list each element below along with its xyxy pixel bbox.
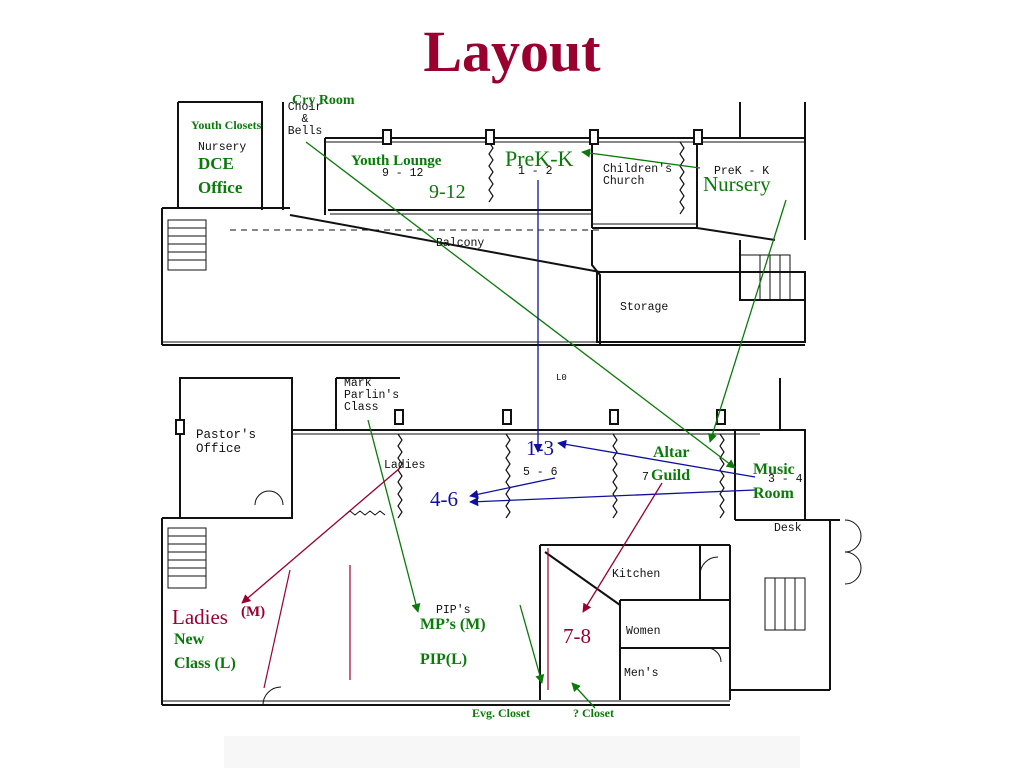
seven-eight-label: 7-8 (563, 624, 591, 648)
cry-room-label: Cry Room (292, 93, 355, 108)
room-label: Room (753, 485, 794, 502)
choir-bells-label: Choir & Bells (287, 101, 323, 138)
room-34-label: 3 - 4 (768, 473, 803, 486)
altar-label: Altar (653, 444, 690, 461)
page-title: Layout (423, 19, 601, 84)
prek-k-label: PreK-K (505, 146, 574, 171)
upper-floor (161, 101, 806, 346)
pip-label: PIP(L) (420, 651, 468, 668)
new-label: New (174, 631, 205, 648)
nine-twelve-label: 9-12 (429, 181, 466, 203)
class-l-label: Class (L) (174, 655, 236, 672)
evg-closet-label: Evg. Closet (472, 706, 530, 720)
room-56-label: 5 - 6 (523, 466, 558, 479)
stair-upper-left (167, 219, 207, 271)
annotation-arrows (241, 141, 787, 709)
balcony-label: Balcony (436, 237, 485, 250)
pastors-office-label: Pastor's Office (196, 428, 257, 456)
storage-label: Storage (620, 301, 669, 314)
four-six-label: 4-6 (430, 487, 458, 511)
mens-label: Men's (624, 667, 659, 680)
youth-lounge-nums-label: 9 - 12 (382, 167, 424, 180)
stair-lower-left (167, 527, 207, 589)
red-divider-line (263, 569, 291, 689)
mps-label: MP’s (M) (420, 616, 486, 633)
ladies-m-label: (M) (241, 604, 266, 620)
mark-parlins-class-label: Mark Parlin's Class (344, 377, 400, 414)
q-closet-label: ? Closet (573, 706, 614, 720)
music-label: Music (753, 461, 795, 478)
dce-label: DCE (198, 154, 234, 173)
pips-label: PIP's (436, 604, 471, 617)
prek-nums-label: 1 - 2 (518, 165, 553, 178)
room-78-old-label: 7 (642, 471, 649, 484)
nursery-old-label: Nursery (198, 141, 247, 154)
one-three-label: 1-3 (526, 436, 554, 460)
youth-lounge-label: Youth Lounge (351, 153, 442, 169)
guild-label: Guild (651, 467, 691, 484)
prek-k-old-label: PreK - K (714, 165, 770, 178)
kitchen-label: Kitchen (612, 568, 661, 581)
stair-upper-right (739, 254, 791, 301)
footer-strip (224, 736, 800, 768)
childrens-church-label: Children's Church (603, 163, 673, 188)
desk-label: Desk (774, 522, 802, 535)
ladies-label: Ladies (172, 605, 228, 629)
women-label: Women (626, 625, 661, 638)
office-label: Office (198, 178, 243, 197)
nursery-label: Nursery (703, 172, 771, 196)
stair-lower-right (764, 577, 806, 631)
youth-closets-label: Youth Closets (191, 118, 262, 132)
ladies-old-label: Ladies (384, 459, 426, 472)
l0-label: L0 (556, 373, 567, 383)
